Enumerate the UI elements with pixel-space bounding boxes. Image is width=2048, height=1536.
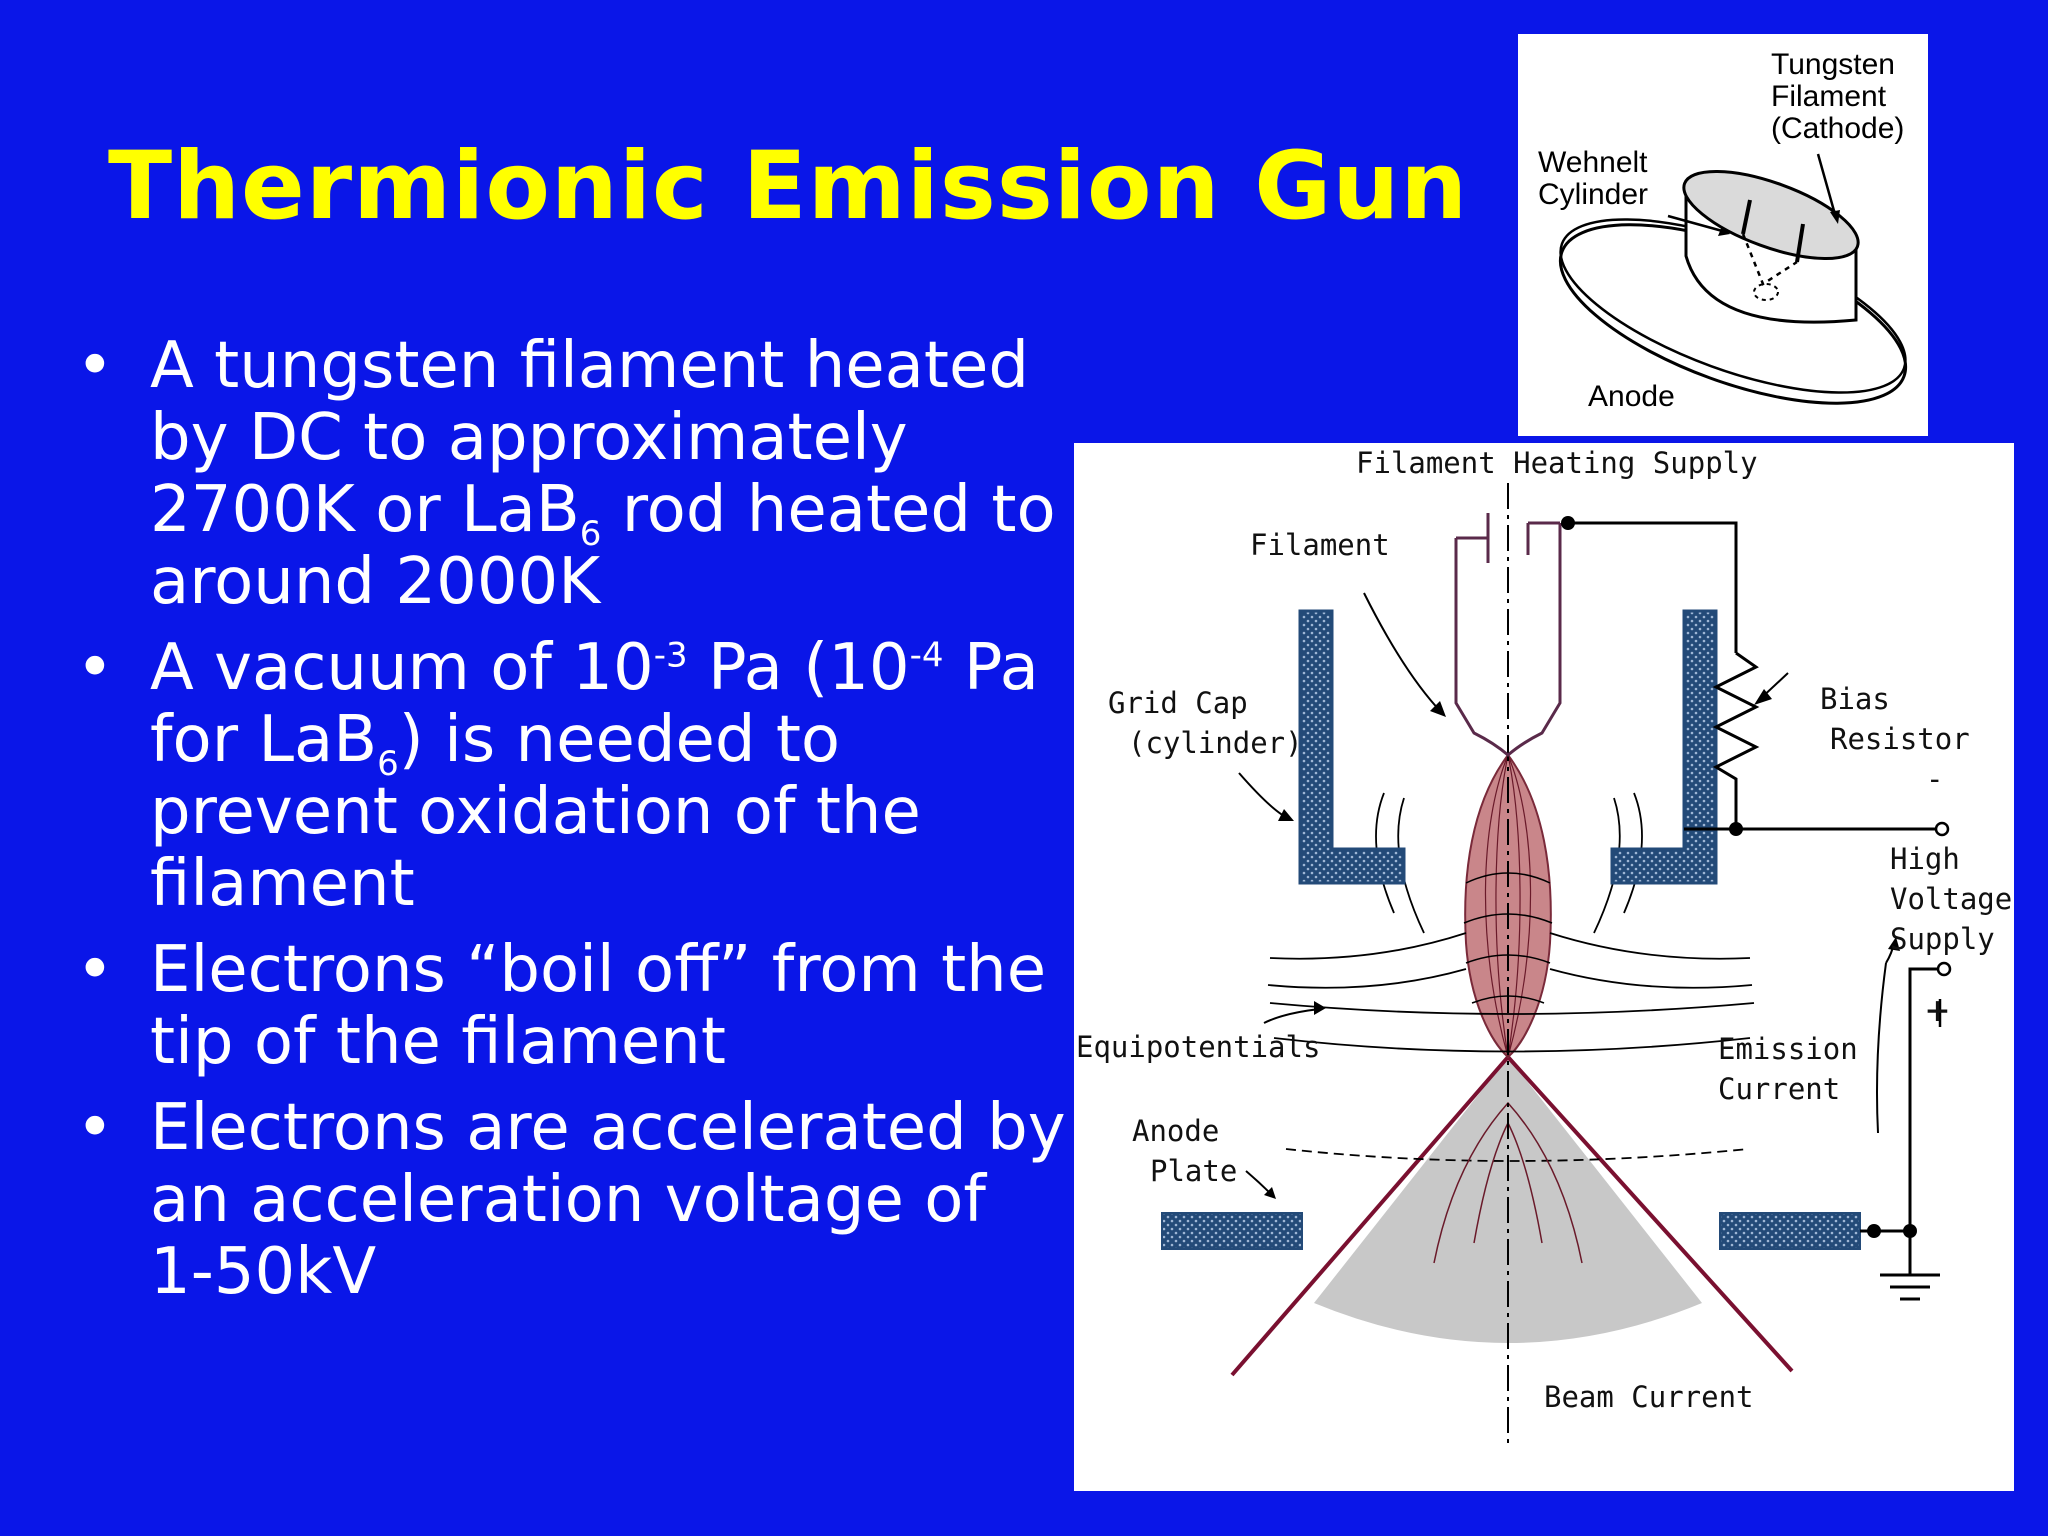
equipotential-pointer [1263, 1008, 1321, 1024]
grid-cap-pointer [1238, 772, 1291, 820]
label-hv-3: Supply [1890, 922, 1995, 956]
wehnelt-diagram: Tungsten Filament (Cathode) Wehnelt Cyli… [1538, 48, 1908, 413]
bullet-text-part: Pa (10 [687, 631, 910, 705]
label-anode-2: Plate [1150, 1154, 1237, 1188]
label-filament: Filament [1250, 528, 1390, 562]
electron-gun-diagram-panel: Filament Heating Supply Filament Grid Ca… [1074, 443, 2014, 1491]
grid-cap-right [1610, 609, 1718, 885]
filament-wire [1454, 538, 1562, 757]
label-bias-1: Bias [1820, 682, 1890, 716]
label-tungsten-2: Filament [1771, 80, 1887, 113]
bias-resistor [1712, 651, 1760, 829]
label-tungsten-1: Tungsten [1771, 48, 1895, 81]
bullet-marker: • [76, 933, 114, 1007]
label-hv-2: Voltage [1890, 882, 2012, 916]
label-tungsten-3: (Cathode) [1771, 112, 1904, 145]
label-hv-1: High [1890, 842, 1960, 876]
bullet-text-part: Pa for LaB [150, 631, 1039, 777]
beam-edge-right [1506, 1055, 1794, 1373]
bullet-text: A tungsten filament heated by DC to appr… [150, 330, 1070, 618]
bullet-text: Electrons are accelerated by an accelera… [150, 1091, 1066, 1309]
wire-to-bias [1568, 521, 1738, 653]
bullet-list: • A tungsten filament heated by DC to ap… [70, 330, 1070, 1308]
label-anode-1: Anode [1132, 1114, 1219, 1148]
bullet-text-part: A vacuum of 10 [150, 631, 654, 705]
subscript: 6 [579, 513, 602, 554]
bullet-text-part: rod heated to around 2000K [150, 473, 1056, 619]
label-plus: + [1926, 988, 1949, 1032]
label-wehnelt-1: Wehnelt [1538, 146, 1648, 179]
bullet-text: Electrons “boil off” from the tip of the… [150, 933, 1047, 1079]
superscript: -4 [909, 635, 944, 676]
label-minus: - [1926, 762, 1943, 796]
filament-leg [1741, 199, 1752, 235]
bullet-item-vacuum: • A vacuum of 10-3 Pa (10-4 Pa for LaB6)… [70, 632, 1070, 920]
label-bias-2: Resistor [1830, 722, 1970, 756]
label-filament-heating-supply: Filament Heating Supply [1356, 446, 1758, 480]
label-beam-current: Beam Current [1544, 1380, 1754, 1414]
label-emission-1: Emission [1718, 1032, 1858, 1066]
bullet-marker: • [76, 329, 114, 403]
filament-hidden [1741, 233, 1798, 286]
filament-pointer [1363, 592, 1443, 714]
bullet-text: A vacuum of 10-3 Pa (10-4 Pa for LaB6) i… [150, 632, 1070, 920]
slide-title: Thermionic Emission Gun [108, 132, 1469, 241]
wehnelt-diagram-panel: Tungsten Filament (Cathode) Wehnelt Cyli… [1518, 34, 1928, 436]
bullet-marker: • [76, 631, 114, 705]
wire-hv-plus [1908, 967, 1940, 1231]
beam-edge-left [1230, 1055, 1510, 1377]
label-anode: Anode [1588, 380, 1675, 413]
label-emission-2: Current [1718, 1072, 1840, 1106]
bullet-item-filament: • A tungsten filament heated by DC to ap… [70, 330, 1070, 618]
anode-plate-left [1161, 1212, 1303, 1250]
label-grid-cap-2: (cylinder) [1128, 726, 1303, 760]
label-equipotentials: Equipotentials [1076, 1030, 1320, 1064]
filament-leg [1795, 223, 1805, 263]
grid-cap-left [1298, 609, 1406, 885]
anode-plate-right [1719, 1212, 1861, 1250]
superscript: -3 [653, 635, 688, 676]
bullet-marker: • [76, 1091, 114, 1165]
bullet-text-part: A tungsten filament heated by DC to appr… [150, 329, 1029, 547]
bullet-item-boil-off: • Electrons “boil off” from the tip of t… [70, 934, 1070, 1078]
cylinder-opening [1682, 169, 1860, 261]
bullet-text-part: ) is needed to prevent oxidation of the … [150, 703, 921, 921]
label-grid-cap-1: Grid Cap [1108, 686, 1248, 720]
electron-gun-schematic: Filament Heating Supply Filament Grid Ca… [1076, 446, 2012, 1443]
emission-current-pointer [1876, 962, 1887, 1134]
label-wehnelt-2: Cylinder [1538, 178, 1648, 211]
subscript: 6 [377, 743, 399, 784]
bullet-item-acceleration: • Electrons are accelerated by an accele… [70, 1092, 1070, 1308]
